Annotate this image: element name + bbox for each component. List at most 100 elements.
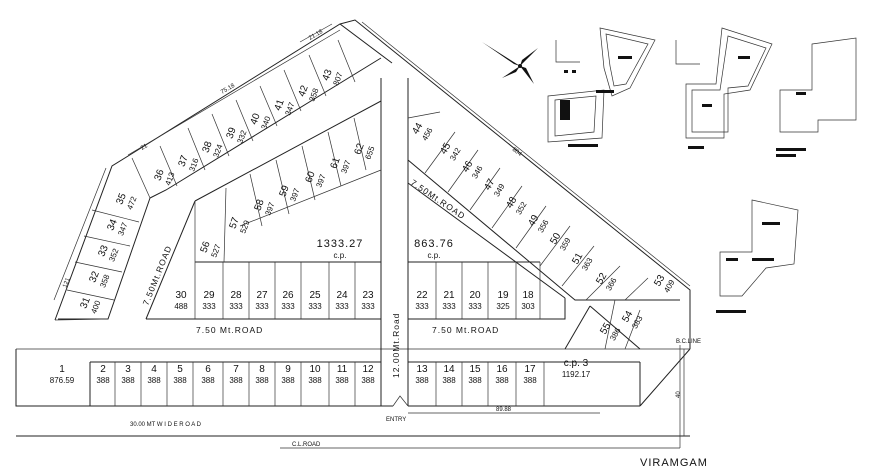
dim-top-c: 21	[140, 143, 149, 152]
road-label-diag-right: 7.50Mt.ROAD	[409, 177, 468, 221]
plot-number: 16	[496, 364, 508, 375]
plot-number: 19	[497, 290, 509, 301]
plot-area: 388	[173, 376, 187, 385]
plot-number: 7	[233, 364, 239, 375]
plot-number: 17	[524, 364, 536, 375]
road-label-lower-left: 7.50 Mt.ROAD	[196, 325, 263, 335]
plot-area: 316	[187, 157, 200, 173]
plot-number: 49	[526, 213, 541, 229]
dim-top-a: 21.18	[308, 29, 325, 42]
plot-area: 807	[331, 71, 344, 87]
plot-number: 32	[87, 269, 102, 284]
plot-number: 6	[205, 364, 211, 375]
plot-number: 58	[253, 198, 267, 213]
plot-number: 53	[652, 273, 667, 289]
plot-number: 34	[105, 217, 120, 232]
plot-number: 54	[620, 309, 635, 325]
plot-area: 333	[361, 302, 375, 311]
plot-area: 333	[335, 302, 349, 311]
plot-number: 4	[151, 364, 157, 375]
plot-area: 488	[174, 302, 188, 311]
dimension-lines	[53, 21, 691, 436]
cp-right-label: c.p.	[428, 251, 441, 260]
plot-area: 332	[235, 129, 248, 145]
plot-number: 12	[362, 364, 374, 375]
plot-area: 358	[307, 87, 320, 103]
plot-number: 29	[203, 290, 215, 301]
plot-area: 347	[283, 101, 296, 117]
plot-number: 42	[297, 84, 311, 99]
plot-area: 333	[255, 302, 269, 311]
road-label-bc-line: B.C.LINE	[676, 339, 701, 345]
plot-area: 388	[468, 376, 482, 385]
plot-area: 388	[255, 376, 269, 385]
place-name: VIRAMGAM	[640, 457, 708, 469]
plot-area: 397	[314, 173, 327, 189]
plot-area: 388	[361, 376, 375, 385]
plot-row-bottom-right	[407, 361, 641, 406]
road-labels: 7.50 Mt.ROAD 7.50 Mt.ROAD 7.50Mt.ROAD 7.…	[130, 177, 701, 448]
cp-upper-area: 1333.27	[317, 238, 364, 250]
plot-number: 62	[353, 142, 367, 157]
key-plan-3	[776, 37, 857, 157]
plot-number: c.p. 3	[564, 358, 589, 369]
plot-number: 9	[285, 364, 291, 375]
road-label-central: 12.00Mt.Road	[391, 313, 401, 378]
plot-block-right	[407, 182, 566, 320]
plot-area: 527	[209, 243, 222, 259]
road-label-entry: ENTRY	[386, 417, 406, 423]
road-label-diag-left: 7.50Mt.ROAD	[141, 244, 174, 307]
plot-number: 25	[309, 290, 321, 301]
plot-number: 45	[438, 141, 453, 157]
plot-number: 2	[100, 364, 106, 375]
plot-number: 56	[199, 240, 213, 255]
plot-area: 388	[308, 376, 322, 385]
plot-area: 1192.17	[562, 370, 591, 379]
dim-left: 121	[62, 277, 72, 289]
plot-strip-left	[54, 197, 151, 321]
plot-strip-top	[131, 39, 382, 199]
common-plot-labels: 1333.27 c.p. 863.76 c.p.	[317, 238, 453, 260]
plot-area: 388	[335, 376, 349, 385]
plot-number: 48	[504, 195, 519, 211]
plot-area: 529	[238, 219, 251, 235]
plot-number: 1	[59, 364, 65, 375]
plot-area: 333	[202, 302, 216, 311]
plot-number: 38	[201, 140, 215, 155]
cp-upper-label: c.p.	[334, 251, 347, 260]
plot-area: 388	[201, 376, 215, 385]
plot-number: 28	[230, 290, 242, 301]
plot-area: 388	[442, 376, 456, 385]
plot-area: 876.59	[50, 376, 75, 385]
plot-number: 35	[114, 191, 129, 206]
